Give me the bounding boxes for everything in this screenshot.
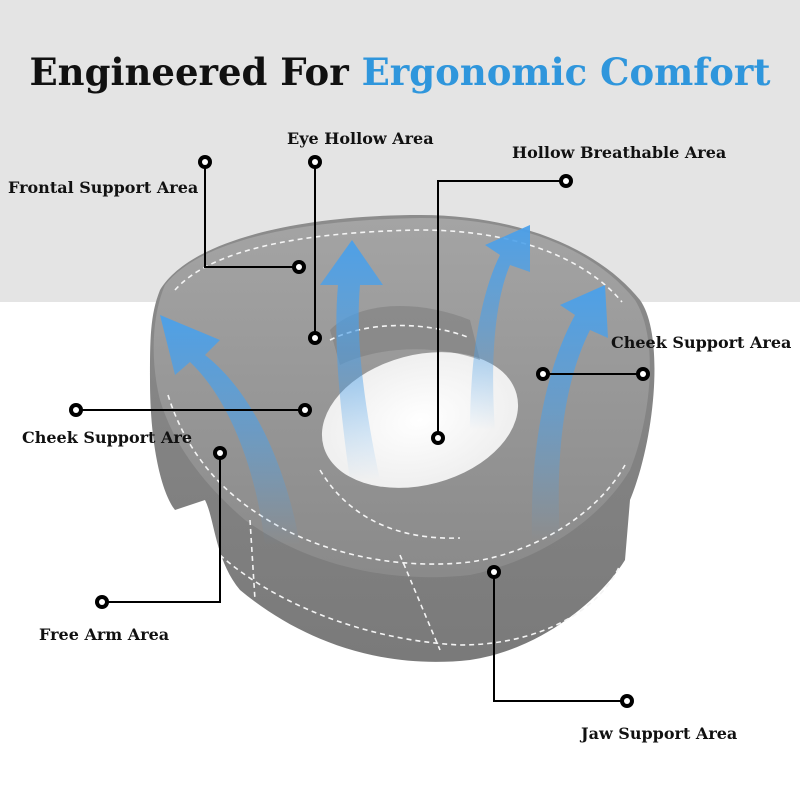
label-free-arm: Free Arm Area <box>39 625 170 644</box>
dot-free-arm-b <box>95 595 109 609</box>
dot-cheek-left-b <box>298 403 312 417</box>
label-hollow-breathable: Hollow Breathable Area <box>512 143 727 162</box>
label-jaw-support: Jaw Support Area <box>581 724 738 743</box>
dot-frontal-b <box>292 260 306 274</box>
pillow-seams <box>167 229 626 651</box>
label-cheek-support-left: Cheek Support Are <box>22 428 193 447</box>
dot-jaw-a <box>487 565 501 579</box>
arrow-center-left <box>320 240 383 480</box>
dot-cheek-right-b <box>636 367 650 381</box>
callout-lines <box>76 162 643 702</box>
arrow-center-right <box>470 225 530 430</box>
arrow-left <box>160 315 300 545</box>
dot-cheek-left-a <box>69 403 83 417</box>
dot-frontal-a <box>198 155 212 169</box>
dot-breathable-b <box>431 431 445 445</box>
dot-eye-b <box>308 331 322 345</box>
label-frontal-support: Frontal Support Area <box>8 178 199 197</box>
page-title: Engineered For Ergonomic Comfort <box>0 50 800 94</box>
arrow-right <box>531 285 608 540</box>
callout-dots <box>69 155 650 708</box>
pillow-body <box>150 215 655 662</box>
dot-jaw-b <box>620 694 634 708</box>
dot-eye-a <box>308 155 322 169</box>
dot-free-arm-a <box>213 446 227 460</box>
dot-cheek-right-a <box>536 367 550 381</box>
label-eye-hollow: Eye Hollow Area <box>287 129 434 148</box>
dot-breathable-a <box>559 174 573 188</box>
callout-line-breathable <box>437 180 566 438</box>
title-part-1: Engineered For <box>29 50 362 94</box>
label-cheek-support-right: Cheek Support Area <box>611 333 792 352</box>
airflow-arrows <box>160 225 608 545</box>
callout-line-free-arm <box>102 453 221 603</box>
callout-line-jaw <box>493 572 627 702</box>
title-part-2: Ergonomic Comfort <box>361 50 771 94</box>
callout-line-frontal <box>204 162 299 268</box>
